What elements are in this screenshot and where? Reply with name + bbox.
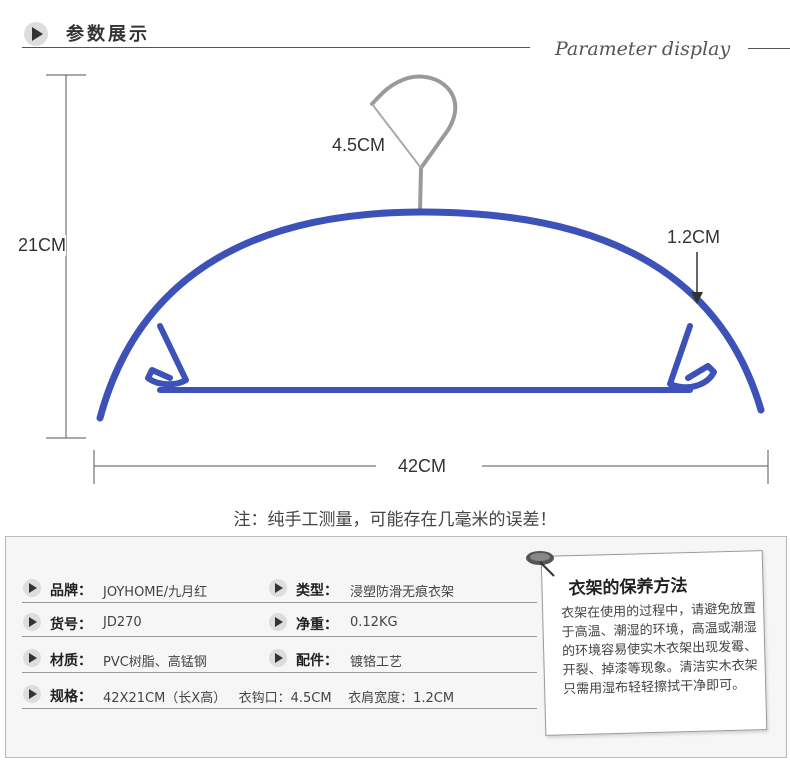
model-value: JD270 — [103, 615, 142, 630]
care-title: 衣架的保养方法 — [568, 576, 688, 600]
play-icon — [24, 22, 48, 46]
care-body: 衣架在使用的过程中，请避免放置于高温、潮湿的环境，高温或潮湿的环境容易使实木衣架… — [561, 601, 758, 698]
size-value: 42X21CM（长X高） 衣钩口：4.5CM 衣肩宽度：1.2CM — [103, 691, 455, 706]
material-value: PVC树脂、高锰钢 — [103, 655, 207, 670]
play-icon — [23, 685, 41, 703]
play-icon — [269, 579, 287, 597]
width-dimension: 42CM — [398, 456, 447, 476]
hanger-illustration — [46, 74, 769, 484]
height-dimension: 21CM — [18, 235, 67, 256]
play-icon — [23, 649, 41, 667]
row-divider — [22, 602, 537, 603]
play-icon — [23, 613, 41, 631]
type-value: 浸塑防滑无痕衣架 — [350, 585, 455, 600]
brand-value: JOYHOME/九月红 — [103, 585, 208, 600]
material-label: 材质： — [50, 653, 92, 669]
model-label: 货号： — [50, 617, 92, 633]
care-card: 衣架的保养方法 衣架在使用的过程中，请避免放置于高温、潮湿的环境，高温或潮湿的环… — [540, 550, 768, 736]
weight-value: 0.12KG — [350, 615, 398, 630]
row-divider — [22, 636, 537, 637]
parts-label: 配件： — [296, 653, 338, 669]
header-divider-left — [22, 47, 530, 48]
play-icon — [269, 649, 287, 667]
play-icon — [269, 613, 287, 631]
hook-dimension: 4.5CM — [332, 135, 386, 155]
play-icon — [23, 579, 41, 597]
weight-label: 净重： — [296, 617, 338, 633]
row-divider — [22, 672, 537, 673]
brand-label: 品牌： — [50, 583, 92, 599]
type-label: 类型： — [296, 583, 338, 599]
shoulder-dimension: 1.2CM — [667, 227, 721, 247]
measurement-note: 注：纯手工测量，可能存在几毫米的误差！ — [233, 510, 557, 530]
section-subtitle: Parameter display — [555, 38, 731, 60]
size-label: 规格： — [50, 689, 92, 705]
section-title: 参数展示 — [66, 24, 150, 45]
row-divider — [22, 708, 537, 709]
parts-value: 镀铬工艺 — [350, 655, 403, 670]
header-divider-right — [748, 48, 790, 49]
pushpin-icon — [526, 551, 555, 577]
